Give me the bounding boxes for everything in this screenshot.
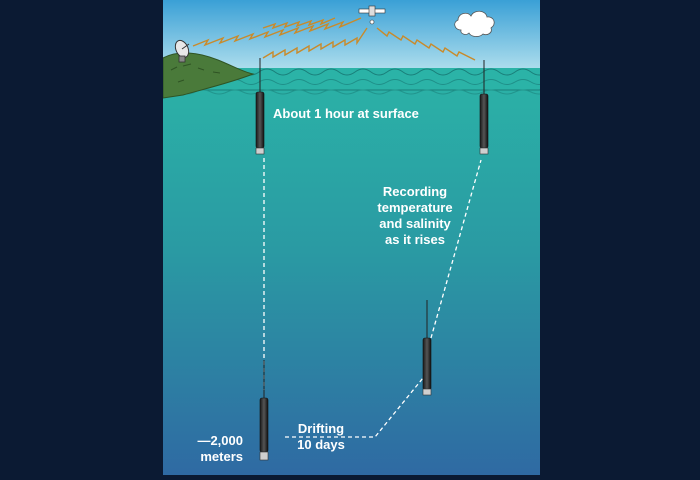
radio-link-float-left xyxy=(262,27,368,59)
surface-label: About 1 hour at surface xyxy=(273,106,419,121)
drifting-line-1: Drifting xyxy=(297,421,345,436)
radio-link-sky xyxy=(262,17,336,30)
land-headland xyxy=(162,52,255,99)
float-icon-surface-right xyxy=(479,60,489,155)
argo-float-diagram: About 1 hour at surface Recording temper… xyxy=(162,0,549,475)
depth-line-2: meters xyxy=(200,449,243,464)
recording-label: Recording temperature and salinity as it… xyxy=(355,184,475,248)
cloud-icon xyxy=(454,10,495,37)
drifting-label: Drifting 10 days xyxy=(289,421,353,453)
wave-lines-lower xyxy=(162,89,548,95)
recording-line-1: Recording xyxy=(382,184,448,199)
ocean xyxy=(163,68,540,475)
float-icon-rising xyxy=(422,300,432,396)
satellite-icon xyxy=(358,5,386,25)
ascent-path xyxy=(430,159,482,339)
float-icon-depth xyxy=(259,360,269,461)
depth-label: —2,000 meters xyxy=(177,433,243,465)
diagram-canvas xyxy=(162,0,549,475)
recording-line-4: as it rises xyxy=(385,232,445,247)
satellite-dish-icon xyxy=(174,39,190,63)
recording-line-2: temperature xyxy=(377,200,453,215)
radio-link-float-right xyxy=(376,27,476,61)
land-texture xyxy=(170,63,221,83)
recording-line-3: and salinity xyxy=(379,216,451,231)
float-icon xyxy=(255,58,265,155)
depth-line-1: —2,000 xyxy=(197,433,243,448)
drifting-line-2: 10 days xyxy=(297,437,345,452)
float-trajectory xyxy=(263,158,482,438)
drift-path xyxy=(285,377,424,438)
radio-link-dish xyxy=(192,17,362,47)
